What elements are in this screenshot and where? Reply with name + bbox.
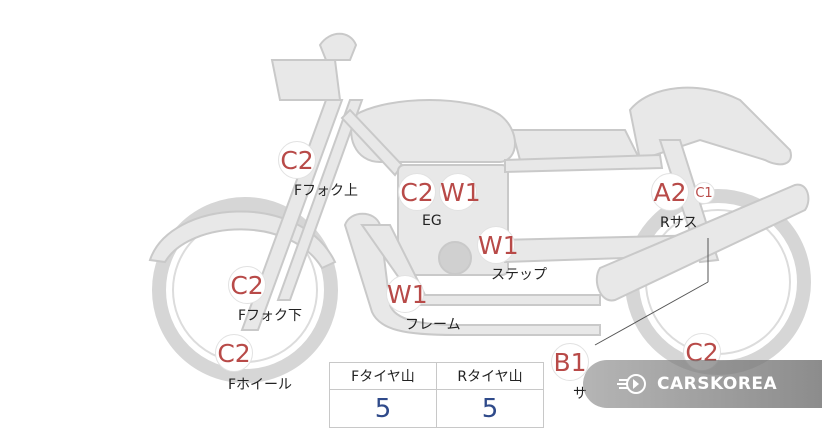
label-f-wheel: Fホイール bbox=[228, 377, 293, 393]
carskorea-watermark: CARSKOREA bbox=[583, 360, 822, 408]
label-eg: EG bbox=[422, 213, 442, 229]
grade-eg-2: W1 bbox=[439, 173, 481, 211]
tire-tread-table: Fタイヤ山 Rタイヤ山 5 5 bbox=[329, 362, 544, 428]
front-tire-value: 5 bbox=[329, 389, 437, 428]
grade-step: W1 bbox=[477, 226, 519, 264]
carskorea-logo-icon bbox=[617, 374, 646, 394]
label-frame: フレーム bbox=[405, 317, 461, 333]
rear-tire-header: Rタイヤ山 bbox=[436, 362, 544, 390]
watermark-text: CARSKOREA bbox=[657, 374, 778, 394]
label-f-fork-upper: Fフォク上 bbox=[294, 183, 359, 199]
rear-tire-value: 5 bbox=[436, 389, 544, 428]
label-step: ステップ bbox=[491, 267, 547, 283]
grade-f-fork-lower: C2 bbox=[228, 266, 266, 304]
grade-f-fork-upper: C2 bbox=[278, 141, 316, 179]
grade-r-sus-1: A2 bbox=[651, 173, 689, 211]
grade-muffler: B1 bbox=[551, 343, 589, 381]
grade-r-sus-2: C1 bbox=[693, 182, 715, 204]
label-r-sus: Rサス bbox=[660, 215, 698, 231]
label-f-fork-lower: Fフォク下 bbox=[238, 308, 303, 324]
grade-eg-1: C2 bbox=[398, 173, 436, 211]
grade-f-wheel: C2 bbox=[215, 334, 253, 372]
grade-frame: W1 bbox=[386, 275, 428, 313]
front-tire-header: Fタイヤ山 bbox=[329, 362, 437, 390]
